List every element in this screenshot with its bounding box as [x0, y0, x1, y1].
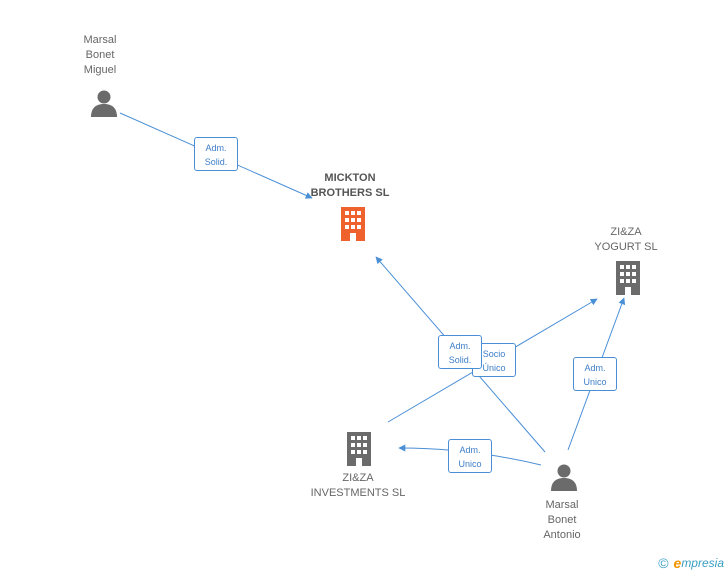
node-label-mickton: MICKTON BROTHERS SL [310, 172, 390, 199]
building-icon[interactable] [338, 207, 368, 241]
building-icon[interactable] [613, 261, 643, 295]
edge-label-adm-solid[interactable]: Adm. Solid. [194, 137, 238, 171]
edge-label-adm-unico[interactable]: Adm. Unico [573, 357, 617, 391]
edge-label-adm-unico[interactable]: Adm. Unico [448, 439, 492, 473]
copyright-icon: © [658, 555, 669, 571]
node-label-marsal-miguel: Marsal Bonet Miguel [83, 34, 117, 76]
brand-logo-text: mpresia [681, 556, 724, 570]
brand-logo-e: e [673, 555, 682, 571]
node-label-marsal-antonio: Marsal Bonet Antonio [543, 499, 581, 541]
person-icon[interactable] [89, 88, 119, 118]
building-icon[interactable] [344, 432, 374, 466]
person-icon[interactable] [549, 462, 579, 492]
node-label-zizayogurt: ZI&ZA YOGURT SL [594, 226, 658, 253]
edge-label-adm-solid[interactable]: Adm. Solid. [438, 335, 482, 369]
node-label-zizainvest: ZI&ZA INVESTMENTS SL [310, 472, 406, 499]
footer-brand: © e mpresia [658, 555, 724, 571]
